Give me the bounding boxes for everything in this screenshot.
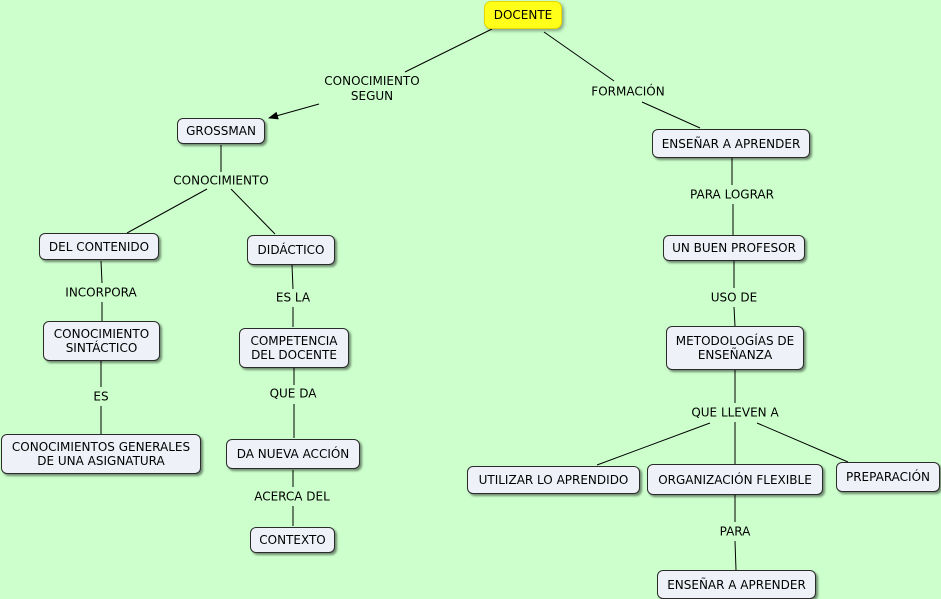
node-conocimientos-generales[interactable]: CONOCIMIENTOS GENERALES DE UNA ASIGNATUR… bbox=[1, 434, 201, 474]
node-didactico[interactable]: DIDÁCTICO bbox=[247, 235, 335, 265]
line-del-contenido-to-incorpora bbox=[100, 260, 103, 284]
node-contexto[interactable]: CONTEXTO bbox=[250, 527, 335, 553]
link-label-para: PARA bbox=[717, 524, 753, 540]
node-da-nueva-accion[interactable]: DA NUEVA ACCIÓN bbox=[226, 439, 360, 469]
link-label-incorpora: INCORPORA bbox=[63, 285, 139, 301]
link-label-que-lleven-a: QUE LLEVEN A bbox=[689, 405, 781, 421]
link-label-que-da: QUE DA bbox=[267, 386, 319, 402]
line-conocimiento-segun-to-grossman bbox=[268, 103, 320, 120]
link-label-formacion: FORMACIÓN bbox=[589, 84, 667, 100]
link-label-uso-de: USO DE bbox=[708, 290, 760, 306]
link-label-acerca-del: ACERCA DEL bbox=[252, 489, 332, 505]
line-uso-de-to-metodologias bbox=[733, 306, 736, 327]
node-metodologias-de-ensenanza[interactable]: METODOLOGÍAS DE ENSEÑANZA bbox=[666, 326, 804, 370]
node-competencia-del-docente[interactable]: COMPETENCIA DEL DOCENTE bbox=[239, 328, 349, 368]
node-del-contenido[interactable]: DEL CONTENIDO bbox=[39, 233, 159, 260]
line-conocimiento-to-del-contenido bbox=[126, 188, 208, 234]
line-didactico-to-es-la bbox=[291, 264, 294, 290]
line-conocimiento-to-didactico bbox=[230, 188, 276, 235]
node-un-buen-profesor[interactable]: UN BUEN PROFESOR bbox=[663, 235, 805, 261]
node-grossman[interactable]: GROSSMAN bbox=[177, 118, 265, 144]
node-organizacion-flexible[interactable]: ORGANIZACIÓN FLEXIBLE bbox=[647, 464, 823, 495]
line-para-to-ensenar-2 bbox=[734, 540, 737, 571]
link-label-es: ES bbox=[91, 389, 111, 405]
link-label-conocimiento: CONOCIMIENTO bbox=[171, 173, 271, 189]
node-docente[interactable]: DOCENTE bbox=[484, 1, 562, 29]
link-label-conocimiento-segun: CONOCIMIENTO SEGUN bbox=[322, 74, 422, 104]
node-utilizar-lo-aprendido[interactable]: UTILIZAR LO APRENDIDO bbox=[467, 466, 640, 494]
link-label-para-lograr: PARA LOGRAR bbox=[688, 187, 776, 203]
node-ensenar-a-aprender-2[interactable]: ENSEÑAR A APRENDER bbox=[657, 570, 816, 599]
line-docente-to-conocimiento-segun bbox=[404, 28, 493, 73]
node-preparacion[interactable]: PREPARACIÓN bbox=[836, 462, 940, 492]
line-que-lleven-to-utilizar bbox=[596, 422, 711, 466]
node-conocimiento-sintactico[interactable]: CONOCIMIENTO SINTÁCTICO bbox=[43, 321, 160, 361]
line-formacion-to-ensenar bbox=[641, 101, 701, 129]
line-que-lleven-to-preparacion bbox=[756, 422, 849, 463]
node-ensenar-a-aprender[interactable]: ENSEÑAR A APRENDER bbox=[652, 129, 810, 158]
line-docente-to-formacion bbox=[543, 31, 615, 82]
link-label-es-la: ES LA bbox=[273, 290, 313, 306]
